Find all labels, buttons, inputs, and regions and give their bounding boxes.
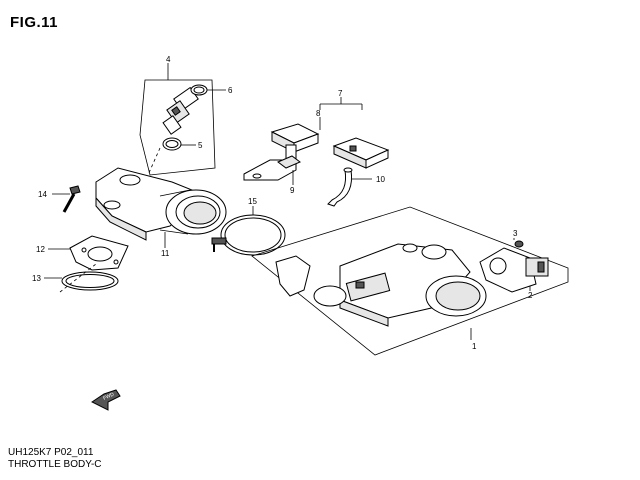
hose-clamp[interactable]	[211, 214, 286, 256]
mounting-bolt[interactable]	[62, 185, 81, 213]
callout-10: 10	[376, 175, 385, 184]
throttle-body[interactable]	[275, 243, 487, 327]
diagram-name: THROTTLE BODY-C	[8, 459, 102, 470]
sensor-screw[interactable]	[514, 240, 524, 248]
callout-3: 3	[513, 229, 518, 238]
figure-title: FIG.11	[10, 14, 59, 31]
callout-5: 5	[198, 141, 203, 150]
callout-7: 7	[338, 89, 343, 98]
vacuum-hose[interactable]	[327, 167, 353, 207]
callout-12: 12	[36, 245, 45, 254]
wiring-connector[interactable]	[332, 137, 390, 169]
fuel-injector[interactable]	[162, 86, 199, 135]
intake-pipe[interactable]	[95, 167, 227, 241]
callout-15: 15	[248, 197, 257, 206]
callout-9: 9	[290, 186, 295, 195]
throttle-body-group-box	[251, 206, 569, 356]
throttle-position-sensor[interactable]	[479, 247, 549, 293]
callout-1: 1	[472, 342, 477, 351]
mounting-bracket[interactable]	[243, 144, 301, 181]
callout-2: 2	[528, 291, 533, 300]
intake-o-ring[interactable]	[61, 271, 119, 291]
intake-gasket[interactable]	[69, 235, 129, 271]
callout-8: 8	[316, 109, 321, 118]
harness-group-bracket	[319, 97, 363, 130]
injector-group-box	[139, 63, 216, 176]
callout-13: 13	[32, 274, 41, 283]
o-ring-upper[interactable]	[190, 84, 208, 96]
diagram-code: UH125K7 P02_011	[8, 447, 94, 458]
callout-11: 11	[161, 249, 170, 258]
callout-6: 6	[228, 86, 233, 95]
svg-text:FWD: FWD	[102, 391, 115, 401]
o-ring-lower[interactable]	[162, 137, 182, 151]
callout-14: 14	[38, 190, 47, 199]
forward-direction-arrow: FWD	[91, 389, 121, 411]
callout-4: 4	[166, 55, 171, 64]
